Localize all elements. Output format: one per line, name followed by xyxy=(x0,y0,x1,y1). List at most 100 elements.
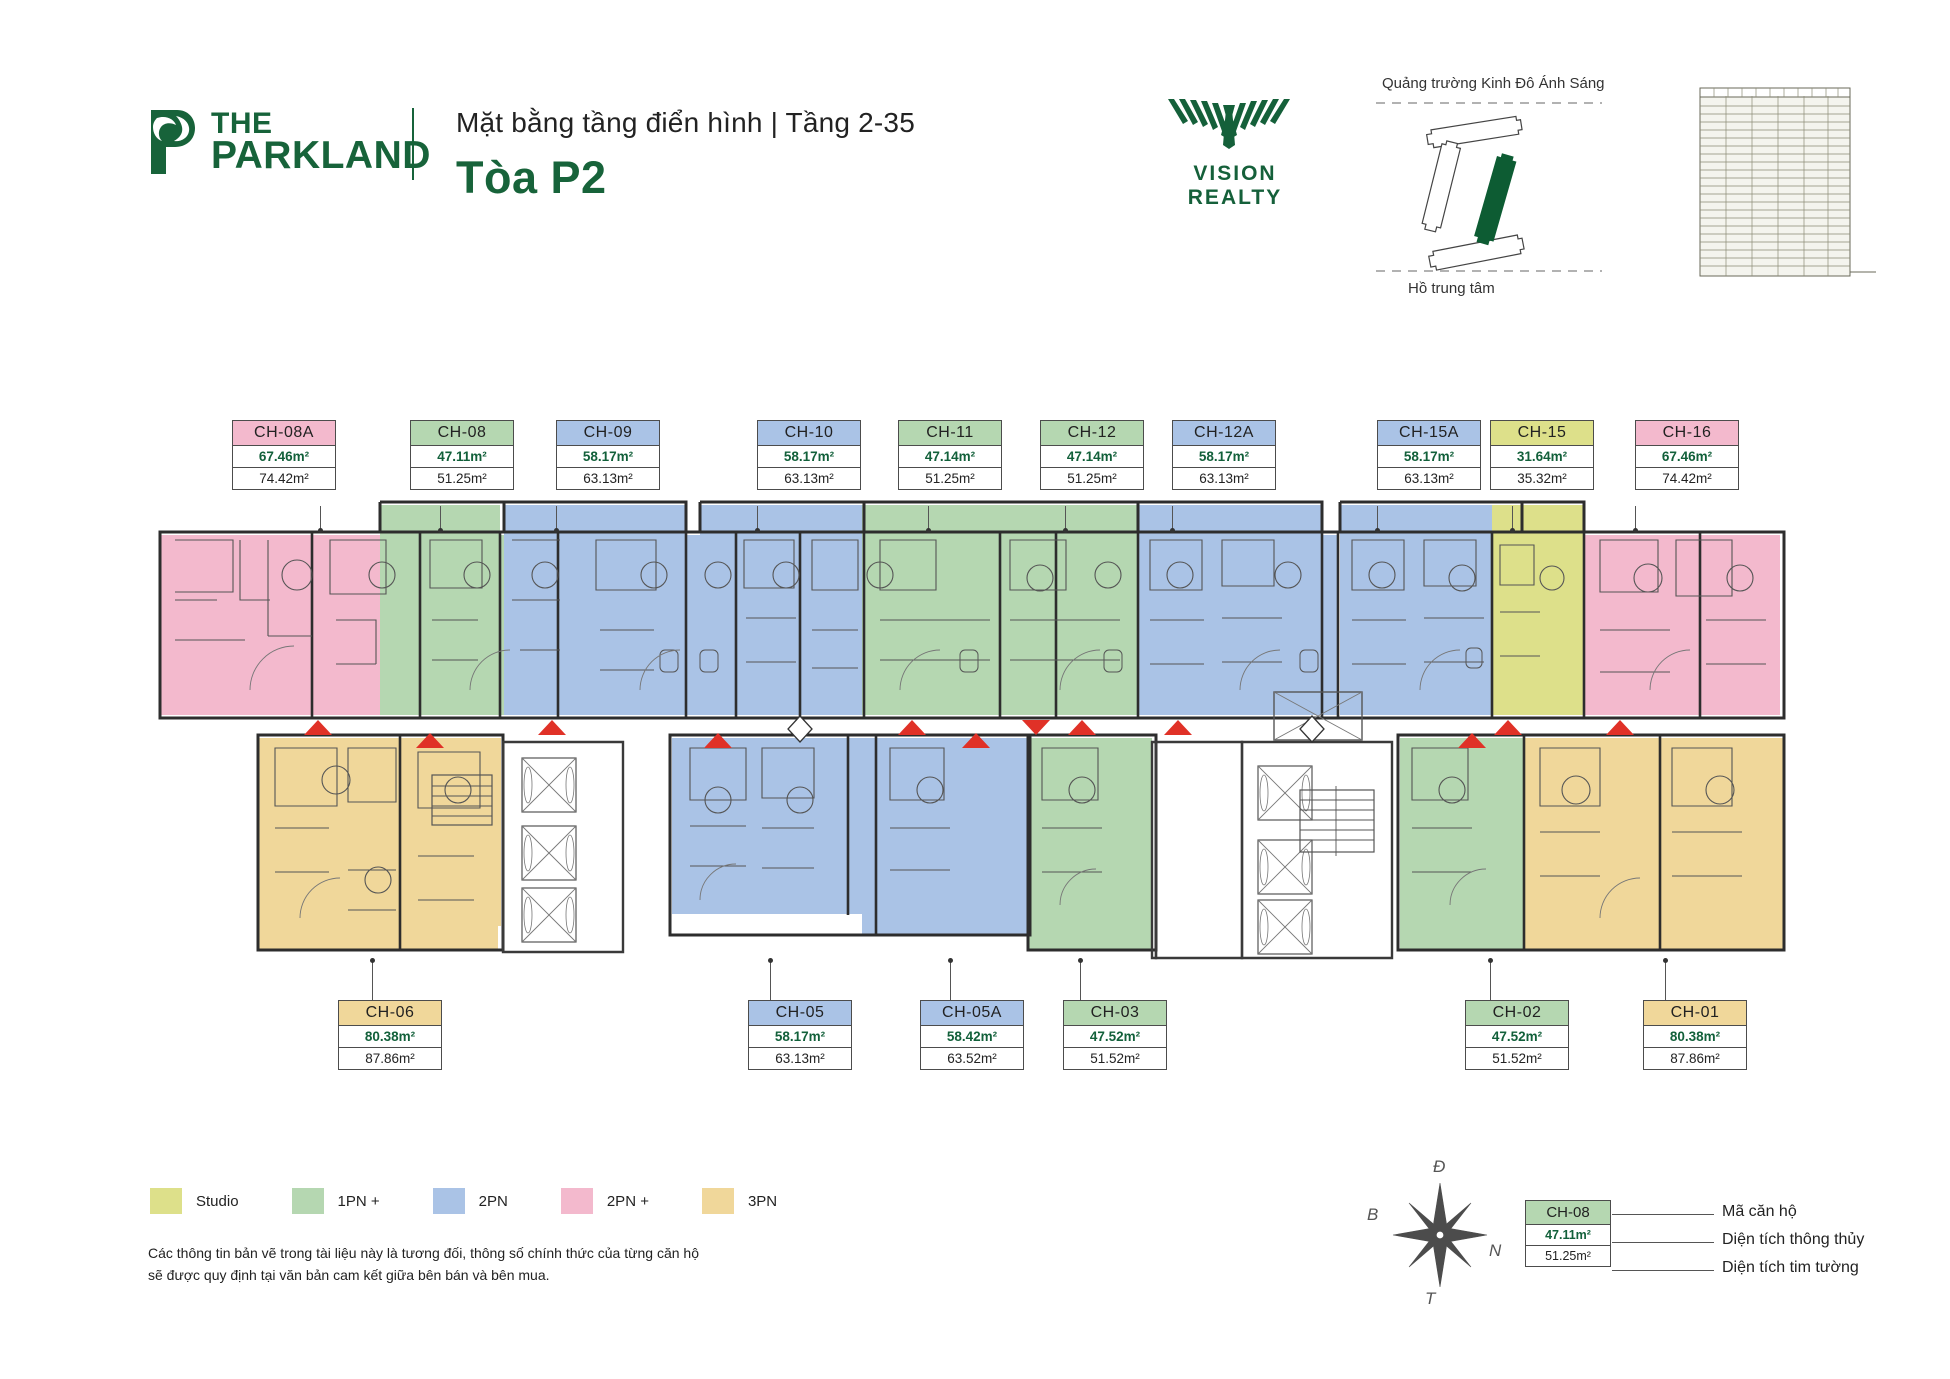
compass-label-north: Đ xyxy=(1433,1157,1446,1176)
site-key-diagram xyxy=(1376,102,1602,272)
unit-gross-area: 35.32m² xyxy=(1517,471,1567,486)
unit-code: CH-16 xyxy=(1636,421,1738,446)
unit-gross-area: 87.86m² xyxy=(365,1051,415,1066)
unit-gross-area: 51.25m² xyxy=(1067,471,1117,486)
callout-leader-line xyxy=(1172,506,1173,530)
unit-gross-area: 87.86m² xyxy=(1670,1051,1720,1066)
brand-the: THE xyxy=(211,107,273,141)
legend-swatch xyxy=(432,1188,465,1214)
callout-leader-dot xyxy=(370,958,375,963)
parkland-logo-icon xyxy=(151,110,195,174)
legend-sample-gross: 51.25m² xyxy=(1545,1249,1591,1263)
callout-leader-dot xyxy=(554,528,559,533)
unit-net-area: 58.42m² xyxy=(921,1026,1023,1048)
site-key-map: Quảng trường Kinh Đô Ánh Sáng Hồ trung t… xyxy=(1372,75,1632,305)
unit-code: CH-09 xyxy=(557,421,659,446)
tower-elevation-icon xyxy=(1699,87,1876,277)
unit-net-area: 58.17m² xyxy=(1378,446,1480,468)
key-leader-net xyxy=(1612,1242,1714,1243)
legend-label: 2PN xyxy=(478,1192,508,1210)
unit-code: CH-12A xyxy=(1173,421,1275,446)
unit-gross-area: 63.13m² xyxy=(583,471,633,486)
callout-leader-dot xyxy=(1510,528,1515,533)
callout-leader-dot xyxy=(1488,958,1493,963)
legend-sample-net: 47.11m² xyxy=(1526,1225,1610,1246)
callout-leader-line xyxy=(372,960,373,1000)
legend-swatch xyxy=(291,1188,324,1214)
unit-gross-area: 63.13m² xyxy=(775,1051,825,1066)
unit-code: CH-03 xyxy=(1064,1001,1166,1026)
legend-sample-callout: CH-08 47.11m² 51.25m² xyxy=(1525,1200,1611,1267)
unit-code: CH-15A xyxy=(1378,421,1480,446)
key-leader-code xyxy=(1612,1214,1714,1215)
unit-code: CH-12 xyxy=(1041,421,1143,446)
site-key-bottom-label: Hồ trung tâm xyxy=(1408,280,1495,297)
compass-label-east: N xyxy=(1489,1241,1502,1260)
brand-parkland: PARKLAND xyxy=(211,133,431,177)
legend-item-studio: Studio xyxy=(150,1188,239,1214)
legend-swatch xyxy=(701,1188,734,1214)
callout-leader-line xyxy=(1635,506,1636,530)
unit-gross-area: 63.13m² xyxy=(1199,471,1249,486)
legend-swatch xyxy=(150,1188,182,1214)
legend-item-3pn: 3PN xyxy=(701,1188,777,1214)
legend-item-2pn: 2PN xyxy=(432,1188,508,1214)
unit-net-area: 67.46m² xyxy=(1636,446,1738,468)
unit-code: CH-06 xyxy=(339,1001,441,1026)
unit-code: CH-02 xyxy=(1466,1001,1568,1026)
unit-net-area: 47.11m² xyxy=(411,446,513,468)
unit-net-area: 47.52m² xyxy=(1466,1026,1568,1048)
unit-net-area: 80.38m² xyxy=(1644,1026,1746,1048)
callout-leader-dot xyxy=(318,528,323,533)
vision-realty-name: VISION REALTY xyxy=(1187,162,1283,209)
callout-leader-dot xyxy=(768,958,773,963)
unit-code: CH-15 xyxy=(1491,421,1593,446)
vision-realty-wing-icon xyxy=(1168,99,1290,149)
unit-net-area: 58.17m² xyxy=(1173,446,1275,468)
callout-leader-dot xyxy=(1375,528,1380,533)
callout-leader-dot xyxy=(1663,958,1668,963)
vision-realty-logo: VISION REALTY xyxy=(1150,95,1320,210)
callout-leader-dot xyxy=(755,528,760,533)
callout-leader-line xyxy=(1065,506,1066,530)
header-subtitle: Mặt bằng tầng điển hình | Tầng 2-35 xyxy=(456,107,915,138)
key-label-net: Diện tích thông thủy xyxy=(1722,1231,1865,1248)
unit-net-area: 80.38m² xyxy=(339,1026,441,1048)
legend-label: 2PN + xyxy=(606,1192,649,1210)
unit-gross-area: 63.13m² xyxy=(1404,471,1454,486)
unit-gross-area: 74.42m² xyxy=(259,471,309,486)
unit-gross-area: 51.52m² xyxy=(1492,1051,1542,1066)
callout-leader-dot xyxy=(948,958,953,963)
callout-leader-dot xyxy=(1078,958,1083,963)
callout-leader-line xyxy=(770,960,771,1000)
unit-gross-area: 51.25m² xyxy=(925,471,975,486)
unit-code: CH-05 xyxy=(749,1001,851,1026)
callout-leader-dot xyxy=(1633,528,1638,533)
unit-gross-area: 74.42m² xyxy=(1662,471,1712,486)
callout-leader-dot xyxy=(1063,528,1068,533)
callout-leader-line xyxy=(757,506,758,530)
unit-net-area: 67.46m² xyxy=(233,446,335,468)
callout-leader-line xyxy=(320,506,321,530)
unit-gross-area: 63.13m² xyxy=(784,471,834,486)
legend-label: 1PN + xyxy=(337,1192,380,1210)
unit-net-area: 58.17m² xyxy=(758,446,860,468)
